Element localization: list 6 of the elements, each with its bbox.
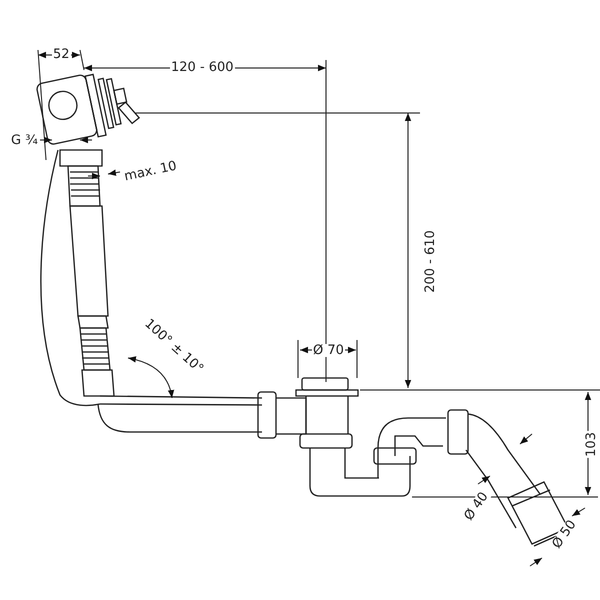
dimension-label: 200 - 610	[424, 229, 437, 294]
dimension-label: G ¾	[10, 134, 39, 147]
dimension-label: 120 - 600	[170, 61, 235, 74]
dimension-label: 103	[584, 431, 598, 458]
dimension-label: 52	[52, 48, 71, 61]
dimension-label: Ø 70	[312, 344, 345, 357]
